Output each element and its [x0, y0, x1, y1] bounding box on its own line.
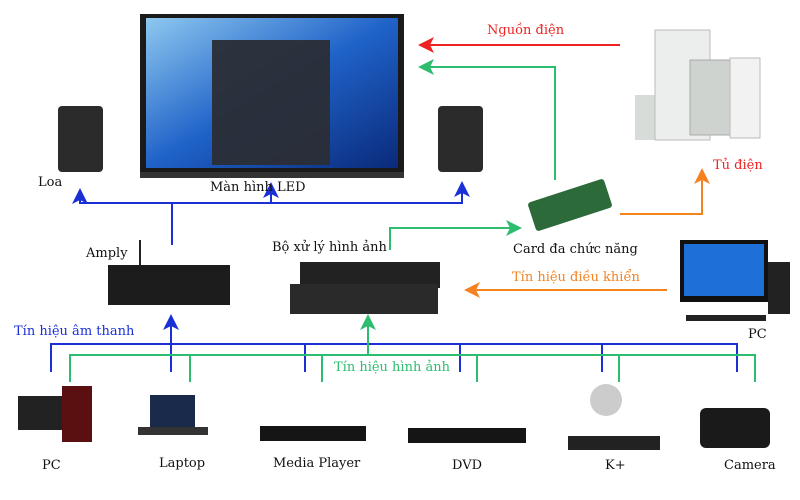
electrical-cabinet — [635, 29, 761, 141]
speaker-left — [58, 106, 103, 172]
audio-signal-label: Tín hiệu âm thanh — [14, 324, 135, 339]
multifunction-card — [528, 179, 612, 231]
source-devices — [18, 384, 770, 450]
card-to-led-arrow — [418, 59, 556, 180]
audio-output-lines — [72, 181, 470, 245]
pc-right-label: PC — [748, 327, 767, 342]
led-label: Màn hình LED — [210, 180, 306, 195]
source-label-media-player: Media Player — [273, 456, 361, 471]
processor-label: Bộ xử lý hình ảnh — [272, 240, 387, 255]
source-label-dvd: DVD — [452, 458, 483, 473]
cabinet-label: Tủ điện — [713, 158, 763, 173]
card-label: Card đa chức năng — [513, 242, 638, 257]
source-label-pc: PC — [42, 458, 61, 473]
video-processor — [290, 262, 440, 314]
amp-label: Amply — [86, 246, 128, 261]
control-signal-label: Tín hiệu điều khiển — [512, 270, 640, 285]
audio-bus — [50, 314, 738, 372]
led-screen — [140, 14, 404, 178]
speaker-right — [438, 106, 483, 172]
source-label-kplus: K+ — [605, 458, 626, 473]
source-label-laptop: Laptop — [159, 456, 206, 471]
amplifier — [108, 240, 230, 305]
control-pc — [680, 240, 790, 321]
power-label: Nguồn điện — [487, 23, 565, 38]
source-label-camera: Camera — [724, 458, 776, 473]
video-bus — [69, 314, 756, 382]
video-signal-label: Tín hiệu hình ảnh — [334, 360, 450, 375]
speaker-label: Loa — [38, 175, 63, 190]
processor-to-card-arrow — [389, 220, 522, 250]
card-to-cabinet-arrow — [620, 168, 710, 215]
